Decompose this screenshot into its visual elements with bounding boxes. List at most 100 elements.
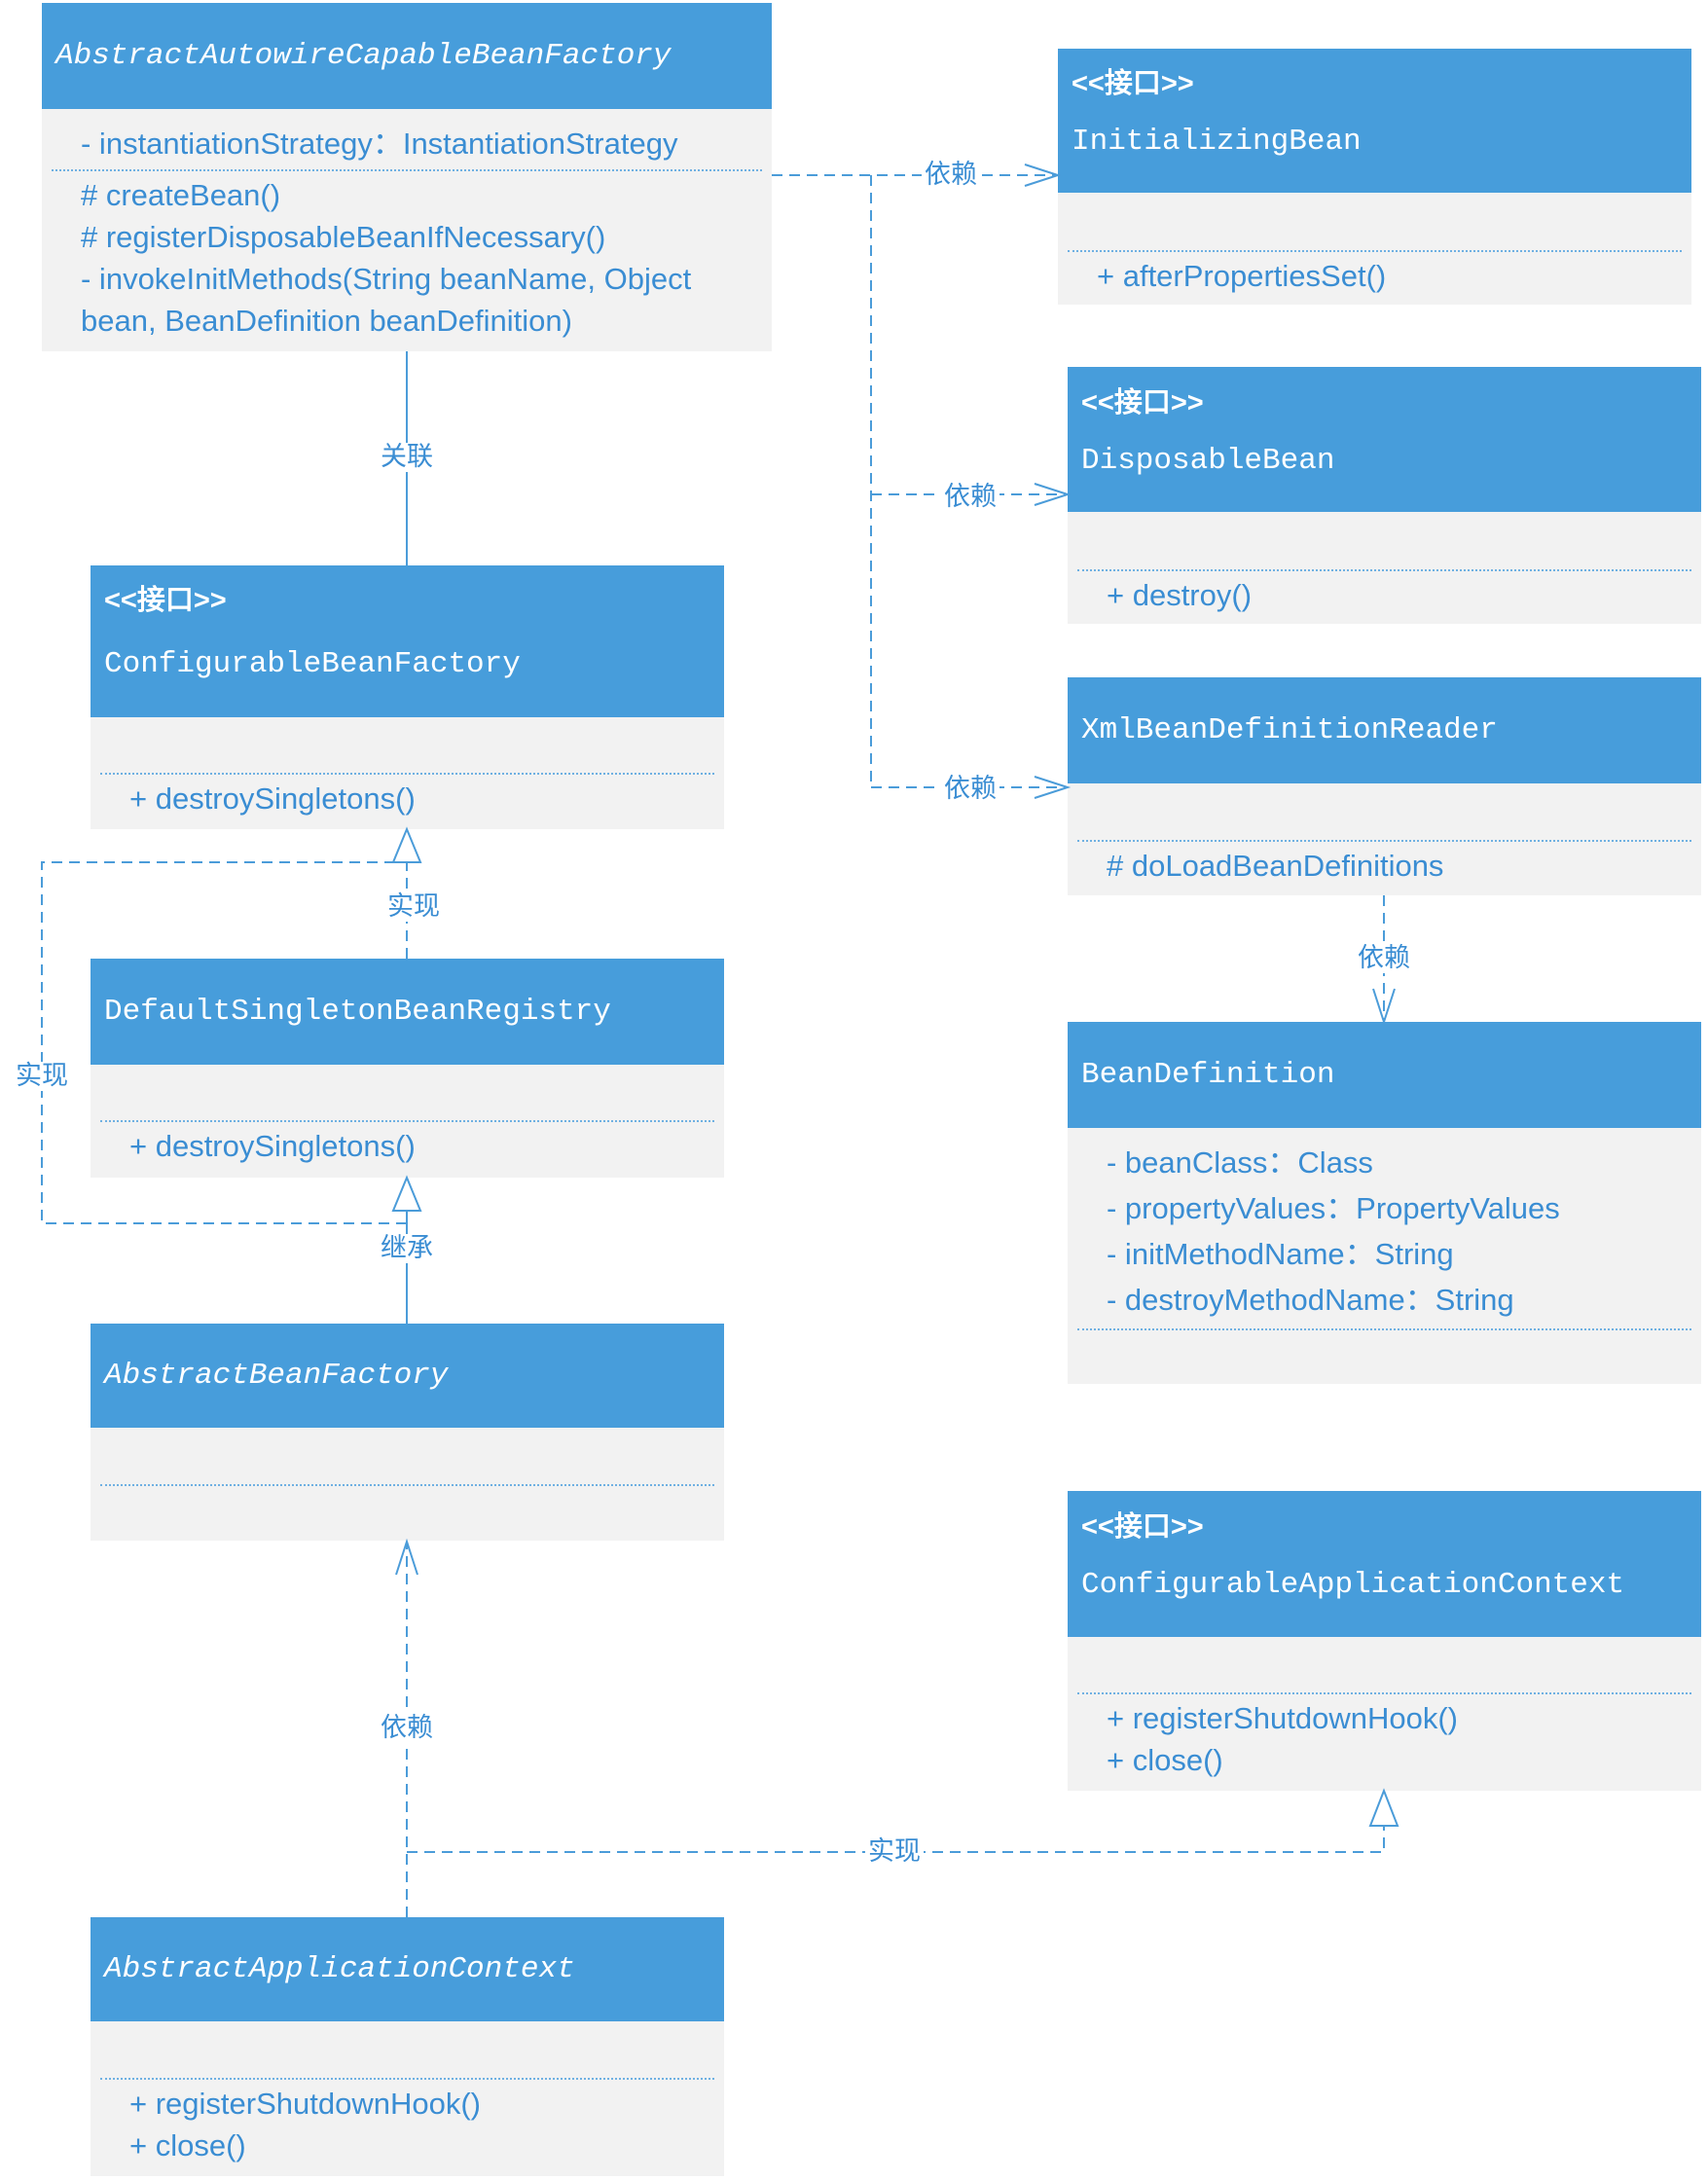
class-abstract-autowire-capable-bean-factory: AbstractAutowireCapableBeanFactory - ins… [42,3,772,351]
method: + destroySingletons() [129,1129,416,1163]
realization-line [407,1827,1385,1853]
class-body: - beanClass：Class - propertyValues：Prope… [1068,1128,1701,1384]
class-header: AbstractBeanFactory [91,1324,724,1428]
compartment-divider [1077,840,1691,842]
class-xml-bean-definition-reader: XmlBeanDefinitionReader # doLoadBeanDefi… [1068,677,1701,895]
compartment-divider [1077,569,1691,571]
class-name: DisposableBean [1081,444,1335,478]
method: + registerShutdownHook() [129,2087,481,2121]
stereotype-label: <<接口>> [1081,387,1204,418]
open-arrowhead [1024,164,1062,187]
class-header: <<接口>> ConfigurableApplicationContext [1068,1491,1701,1637]
compartment-divider [100,1484,714,1486]
class-body: + destroySingletons() [91,1065,724,1178]
class-name: DefaultSingletonBeanRegistry [104,994,611,1029]
class-header: <<接口>> DisposableBean [1068,367,1701,512]
method: + destroySingletons() [129,781,416,816]
method: # registerDisposableBeanIfNecessary() [81,220,606,254]
class-disposable-bean: <<接口>> DisposableBean + destroy() [1068,367,1701,624]
class-name: XmlBeanDefinitionReader [1081,712,1498,747]
method-list: + registerShutdownHook() + close() [1068,1697,1701,1781]
class-configurable-bean-factory: <<接口>> ConfigurableBeanFactory + destroy… [91,565,724,829]
realization-line [41,861,407,1224]
class-header: BeanDefinition [1068,1022,1701,1128]
compartment-divider [100,773,714,775]
method: + close() [129,2128,246,2162]
field: - instantiationStrategy：InstantiationStr… [81,127,678,161]
stereotype-label: <<接口>> [1081,1511,1204,1543]
class-name: ConfigurableBeanFactory [104,647,521,681]
method-list: # createBean() # registerDisposableBeanI… [42,174,772,342]
inheritance-label: 继承 [378,1234,436,1263]
realization-label: 实现 [384,892,443,922]
class-body: # doLoadBeanDefinitions [1068,783,1701,895]
class-body: + afterPropertiesSet() [1058,193,1691,305]
hollow-triangle-arrowhead [391,826,422,863]
stereotype-label: <<接口>> [1072,68,1194,99]
dependency-label: 依赖 [1355,944,1413,973]
class-name: AbstractBeanFactory [104,1358,449,1393]
class-body: + destroySingletons() [91,717,724,829]
method: - invokeInitMethods(String beanName, Obj… [81,262,692,338]
field: - beanClass：Class [1107,1145,1373,1180]
class-bean-definition: BeanDefinition - beanClass：Class - prope… [1068,1022,1701,1384]
class-header: AbstractApplicationContext [91,1917,724,2021]
open-arrowhead [1034,483,1072,506]
class-abstract-application-context: AbstractApplicationContext + registerShu… [91,1917,724,2176]
class-header: AbstractAutowireCapableBeanFactory [42,3,772,109]
field: - destroyMethodName：String [1107,1283,1514,1317]
method: + registerShutdownHook() [1107,1701,1458,1735]
class-name: AbstractApplicationContext [104,1951,575,1986]
association-label: 关联 [378,443,436,472]
method-list: # doLoadBeanDefinitions [1068,845,1701,887]
method: + close() [1107,1743,1223,1777]
class-body: + registerShutdownHook() + close() [1068,1637,1701,1791]
method-list: + destroy() [1068,574,1701,616]
field: - propertyValues：PropertyValues [1107,1191,1560,1225]
class-abstract-bean-factory: AbstractBeanFactory [91,1324,724,1541]
field-list: - instantiationStrategy：InstantiationStr… [42,123,772,164]
class-name: ConfigurableApplicationContext [1081,1568,1625,1602]
method-list: + destroySingletons() [91,1125,724,1167]
compartment-divider [1077,1692,1691,1694]
compartment-divider [52,169,762,171]
compartment-divider [1068,250,1682,252]
compartment-divider [100,2078,714,2080]
method-list: + destroySingletons() [91,778,724,819]
class-header: XmlBeanDefinitionReader [1068,677,1701,783]
class-configurable-application-context: <<接口>> ConfigurableApplicationContext + … [1068,1491,1701,1791]
dependency-label: 依赖 [941,483,999,512]
compartment-divider [1077,1328,1691,1330]
open-arrowhead [1034,776,1072,799]
realization-label: 实现 [13,1062,71,1091]
dependency-label: 依赖 [922,161,980,190]
class-header: <<接口>> InitializingBean [1058,49,1691,193]
compartment-divider [100,1120,714,1122]
realization-label: 实现 [865,1837,924,1867]
method-list: + registerShutdownHook() + close() [91,2083,724,2166]
class-name: AbstractAutowireCapableBeanFactory [55,38,672,73]
class-name: BeanDefinition [1081,1057,1335,1092]
method: + destroy() [1107,578,1253,612]
method-list: + afterPropertiesSet() [1058,255,1691,297]
method: # createBean() [81,178,281,212]
hollow-triangle-arrowhead [1368,1788,1399,1827]
method: + afterPropertiesSet() [1097,259,1387,293]
class-header: DefaultSingletonBeanRegistry [91,959,724,1065]
class-name: InitializingBean [1072,125,1362,159]
field-list: - beanClass：Class - propertyValues：Prope… [1068,1140,1701,1323]
method: # doLoadBeanDefinitions [1107,849,1444,883]
class-body: - instantiationStrategy：InstantiationStr… [42,109,772,351]
class-initializing-bean: <<接口>> InitializingBean + afterPropertie… [1058,49,1691,305]
stereotype-label: <<接口>> [104,585,227,616]
class-default-singleton-bean-registry: DefaultSingletonBeanRegistry + destroySi… [91,959,724,1178]
class-body: + destroy() [1068,512,1701,624]
class-header: <<接口>> ConfigurableBeanFactory [91,565,724,717]
dependency-label: 依赖 [941,775,999,804]
open-arrowhead [1372,988,1396,1026]
dependency-label: 依赖 [378,1714,436,1743]
open-arrowhead [395,1538,418,1576]
class-body: + registerShutdownHook() + close() [91,2021,724,2176]
class-body [91,1428,724,1541]
